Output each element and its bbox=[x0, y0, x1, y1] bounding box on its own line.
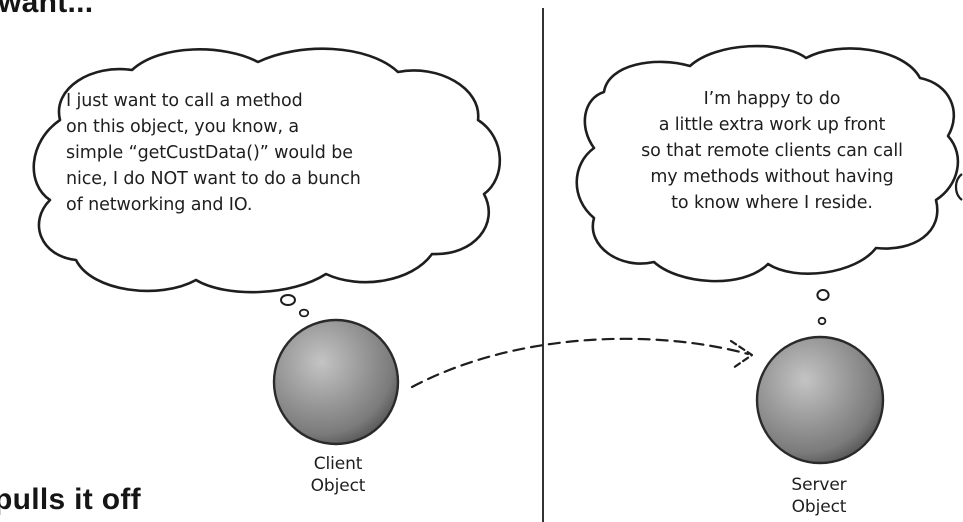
server-thought-text: I’m happy to do a little extra work up f… bbox=[641, 89, 903, 213]
server-thought-cloud bbox=[575, 44, 960, 283]
server-object-label: Server Object bbox=[791, 475, 847, 517]
server-thought-bubble-small bbox=[817, 316, 827, 326]
arrow-head-icon bbox=[729, 339, 754, 370]
client-thought-bubble-large bbox=[280, 294, 296, 306]
client-thought-text: I just want to call a method on this obj… bbox=[66, 91, 361, 215]
section-heading-top: want... bbox=[0, 0, 94, 19]
server-thought-bubble-large bbox=[816, 289, 830, 301]
client-thought-cloud bbox=[32, 47, 502, 294]
client-thought-bubble-small bbox=[298, 308, 310, 318]
server-object-sphere bbox=[755, 335, 885, 465]
remote-call-arrow bbox=[410, 337, 750, 389]
client-object-sphere bbox=[272, 318, 400, 446]
section-heading-bottom: pulls it off bbox=[0, 483, 141, 516]
client-object-label: Client Object bbox=[310, 454, 366, 496]
cropped-bubble-arc bbox=[954, 173, 963, 201]
